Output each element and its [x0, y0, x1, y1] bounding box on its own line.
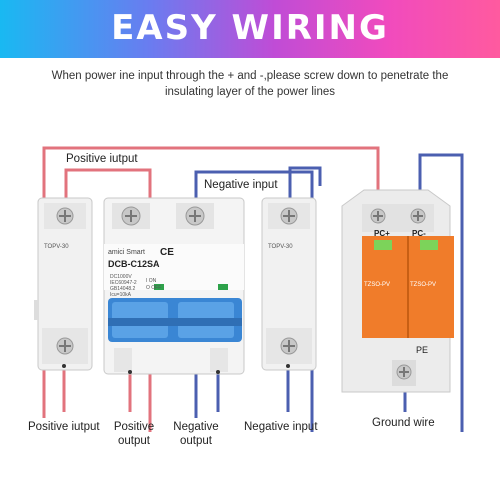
spd-pe-label: PE [416, 345, 429, 355]
breaker-model: DCB-C12SA [108, 259, 160, 269]
breaker-spec-3: GB14048.2 [110, 286, 136, 292]
dc-breaker [103, 197, 245, 375]
breaker-brand: amici Smart [108, 249, 145, 256]
label-positive-output-line2: output [118, 435, 150, 447]
label-negative-output-line1: Negative [173, 421, 219, 433]
breaker-off-label: O OFF [146, 285, 162, 291]
label-positive-output-line1: Positive [113, 421, 155, 433]
fuse-right-label: TOPV-30 [268, 244, 293, 250]
spd-model-left: TZSO-PV [364, 282, 391, 288]
negative-wire-spd [288, 166, 322, 200]
spd-pc-plus: PC+ [374, 229, 390, 238]
spd-pc-minus: PC- [412, 229, 426, 238]
label-positive-top: Positive iutput [66, 153, 138, 165]
label-bottom-positive-iutput: Positive iutput [28, 421, 100, 433]
breaker-spec-4: Icu=10kA [110, 292, 131, 298]
spd-model-right: TZSO-PV [410, 282, 437, 288]
label-negative-output-line2: output [180, 435, 212, 447]
label-negative-top: Negative input [204, 179, 278, 191]
breaker-on-label: I ON [146, 278, 157, 284]
surge-protector [341, 189, 454, 393]
label-bottom-negative-input: Negative input [244, 421, 318, 433]
breaker-spec-2: IEC60947-2 [110, 280, 137, 286]
fuse-left-label: TOPV-30 [44, 244, 69, 250]
banner-title: EASY WIRING [111, 8, 389, 48]
breaker-ce-mark: CE [160, 247, 174, 258]
subtitle-text: When power ine input through the + and -… [51, 70, 449, 98]
fuse-holder-right [261, 197, 317, 371]
fuse-holder-left [34, 197, 93, 371]
title-banner [0, 0, 500, 58]
breaker-spec-1: DC1000V [110, 274, 132, 280]
label-ground-wire: Ground wire [372, 417, 435, 429]
